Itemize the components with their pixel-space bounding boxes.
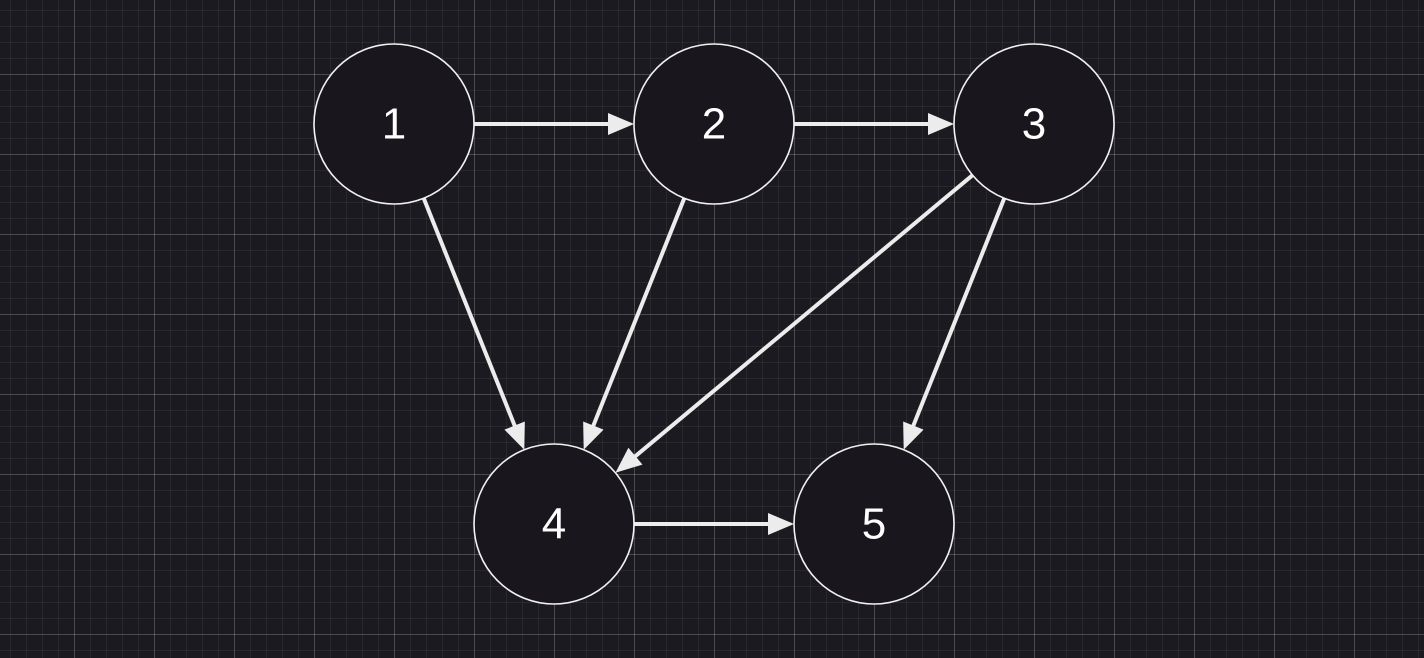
edge-4-to-5[interactable] (634, 513, 794, 535)
arrowhead-icon (608, 113, 634, 135)
node-3[interactable]: 3 (953, 43, 1115, 205)
node-circle (633, 43, 795, 205)
edge-line (421, 197, 518, 429)
node-circle (953, 43, 1115, 205)
node-label: 3 (1022, 100, 1046, 149)
node-label: 1 (382, 100, 406, 149)
edge-3-to-4[interactable] (615, 173, 974, 473)
edge-3-to-5[interactable] (903, 197, 1007, 450)
arrowhead-icon (615, 447, 643, 473)
arrowhead-icon (903, 421, 924, 450)
node-2[interactable]: 2 (633, 43, 795, 205)
edge-line (632, 173, 974, 459)
node-5[interactable]: 5 (793, 443, 955, 605)
arrowhead-icon (768, 513, 794, 535)
arrowhead-icon (928, 113, 954, 135)
arrowhead-icon (583, 421, 604, 450)
node-label: 5 (862, 500, 886, 549)
nodes-layer: 1 2 3 4 5 (313, 43, 1115, 605)
node-circle (313, 43, 475, 205)
node-label: 2 (702, 100, 726, 149)
edge-line (590, 197, 687, 429)
edge-1-to-4[interactable] (421, 197, 525, 450)
node-4[interactable]: 4 (473, 443, 635, 605)
edges-layer (421, 113, 1007, 535)
arrowhead-icon (504, 421, 525, 450)
node-circle (473, 443, 635, 605)
node-1[interactable]: 1 (313, 43, 475, 205)
edge-2-to-3[interactable] (794, 113, 954, 135)
edge-line (910, 197, 1007, 429)
node-label: 4 (542, 500, 566, 549)
edge-2-to-4[interactable] (583, 197, 687, 450)
edge-1-to-2[interactable] (474, 113, 634, 135)
node-circle (793, 443, 955, 605)
